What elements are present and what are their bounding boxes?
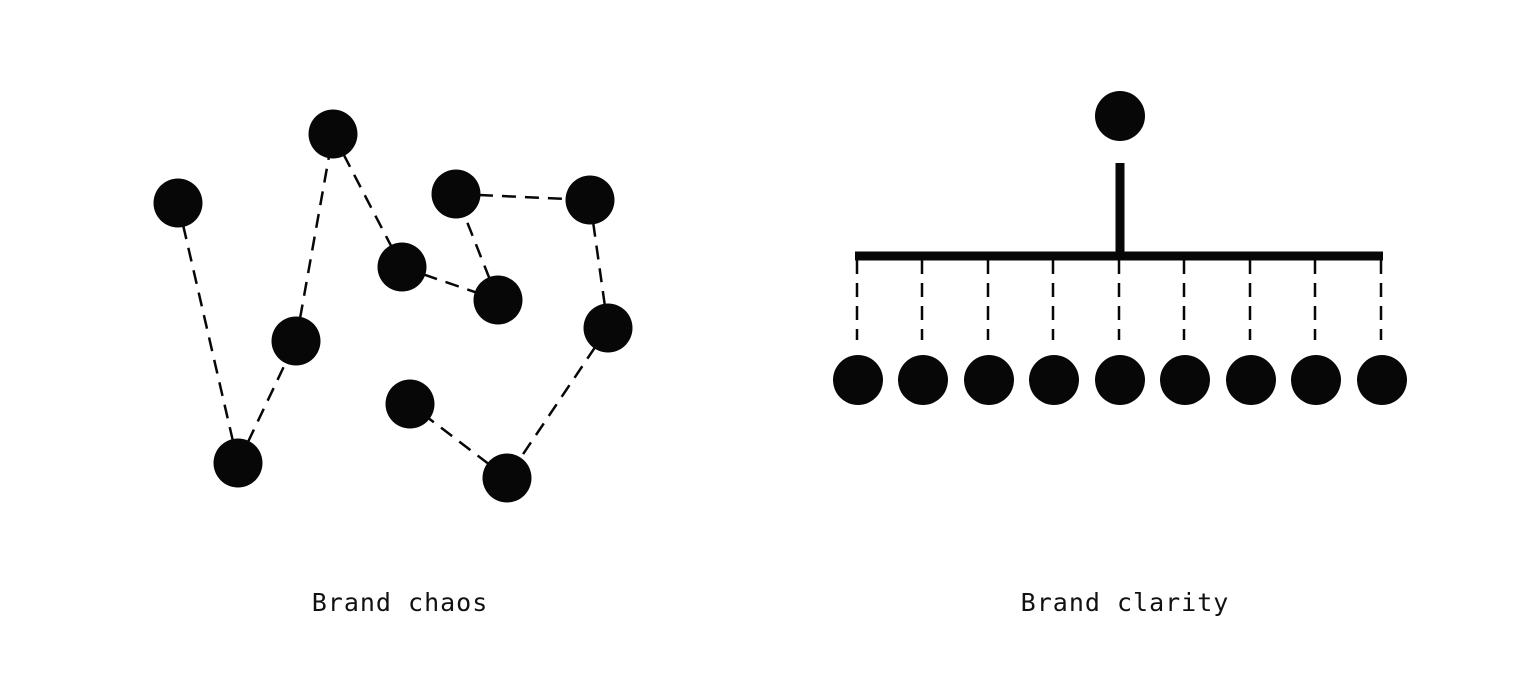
chaos-node (431, 169, 481, 219)
chaos-node (565, 175, 615, 225)
chaos-link (294, 133, 335, 342)
clarity-hierarchy (833, 91, 1407, 405)
clarity-child-node (1095, 355, 1145, 405)
chaos-link (331, 133, 404, 268)
chaos-node (153, 178, 203, 228)
chaos-network (153, 109, 633, 503)
clarity-child-node (1226, 355, 1276, 405)
chaos-node (271, 316, 321, 366)
clarity-parent-node (1095, 91, 1145, 141)
chaos-node (213, 438, 263, 488)
clarity-child-node (898, 355, 948, 405)
chaos-link (505, 327, 610, 479)
brand-chaos-caption: Brand chaos (311, 588, 489, 617)
clarity-child-node (1291, 355, 1341, 405)
clarity-child-node (1160, 355, 1210, 405)
clarity-drops (855, 260, 1383, 340)
chaos-link (401, 265, 499, 302)
clarity-child-node (1357, 355, 1407, 405)
chaos-node (473, 275, 523, 325)
chaos-node (377, 242, 427, 292)
clarity-child-node (833, 355, 883, 405)
clarity-children (833, 355, 1407, 405)
clarity-child-node (1029, 355, 1079, 405)
chaos-node (308, 109, 358, 159)
chaos-node (583, 303, 633, 353)
chaos-link (176, 202, 240, 464)
chaos-node (385, 379, 435, 429)
clarity-child-node (964, 355, 1014, 405)
chaos-node (482, 453, 532, 503)
brand-clarity-caption: Brand clarity (1020, 588, 1230, 617)
